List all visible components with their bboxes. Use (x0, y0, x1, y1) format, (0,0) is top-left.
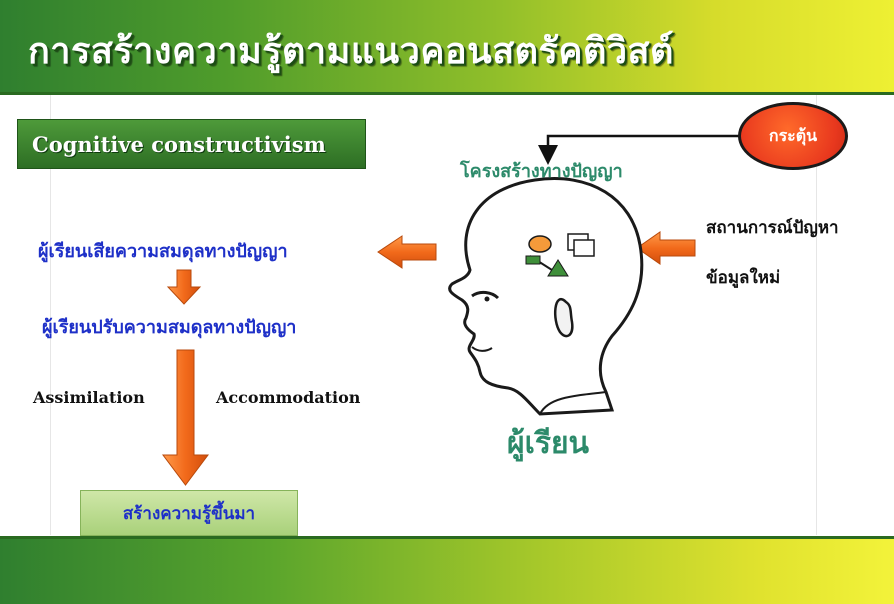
accommodation-label: Accommodation (216, 388, 361, 407)
stimulus-connector-arrow (538, 134, 740, 165)
guide-line-left (50, 95, 51, 535)
learner-label: ผู้เรียน (507, 426, 590, 461)
step-rebalance-text: ผู้เรียนปรับความสมดุลทางปัญญา (42, 317, 297, 338)
new-data-label: ข้อมูลใหม่ (706, 268, 781, 288)
step-disequilibrium-text: ผู้เรียนเสียความสมดุลทางปัญญา (38, 241, 288, 262)
knowledge-construction-text: สร้างความรู้ขึ้นมา (122, 503, 256, 524)
knowledge-construction-box: สร้างความรู้ขึ้นมา (80, 490, 298, 536)
problem-situation-label: สถานการณ์ปัญหา (706, 218, 839, 238)
cognitive-constructivism-text: Cognitive constructivism (32, 131, 326, 157)
stimulus-text: กระตุ้น (768, 125, 818, 145)
step-down-arrow (166, 269, 202, 305)
disequilibrium-arrow (377, 235, 437, 269)
learner-head-illustration (448, 177, 644, 416)
guide-line-right (816, 95, 817, 535)
assimilation-label: Assimilation (33, 388, 145, 407)
cognitive-structure-label: โครงสร้างทางปัญญา (460, 161, 623, 182)
cognitive-constructivism-label: Cognitive constructivism (17, 119, 366, 169)
title-banner: การสร้างความรู้ตามแนวคอนสตรัคติวิสต์ (0, 0, 894, 95)
slide-title: การสร้างความรู้ตามแนวคอนสตรัคติวิสต์ (28, 31, 674, 72)
input-arrow-right (636, 231, 696, 265)
stimulus-circle: กระตุ้น (738, 102, 848, 170)
footer-banner (0, 536, 894, 604)
construction-down-arrow (162, 349, 209, 486)
